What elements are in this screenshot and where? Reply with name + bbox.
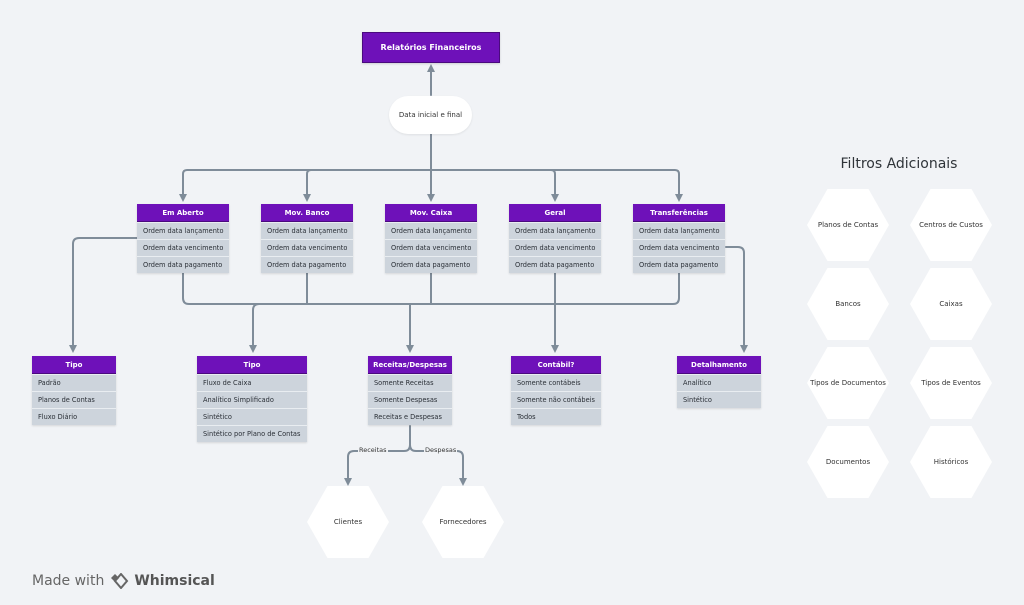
- card-header: Detalhamento: [677, 356, 761, 374]
- card-row: Ordem data vencimento: [137, 239, 229, 256]
- card-header: Contábil?: [511, 356, 601, 374]
- card-header: Geral: [509, 204, 601, 222]
- hex-filtro: Documentos: [807, 426, 889, 498]
- card-row: Ordem data lançamento: [137, 222, 229, 239]
- hex-filtro: Históricos: [910, 426, 992, 498]
- hex-filtro: Caixas: [910, 268, 992, 340]
- card-row: Receitas e Despesas: [368, 408, 452, 425]
- card-row: Sintético: [197, 408, 307, 425]
- card-row: Somente contábeis: [511, 374, 601, 391]
- hex-filtro: Bancos: [807, 268, 889, 340]
- card-header: Transferências: [633, 204, 725, 222]
- card-row: Sintético por Plano de Contas: [197, 425, 307, 442]
- report-card-em-aberto: Em Aberto Ordem data lançamento Ordem da…: [137, 204, 229, 273]
- card-row: Ordem data lançamento: [633, 222, 725, 239]
- card-header: Tipo: [197, 356, 307, 374]
- hex-filtro: Tipos de Eventos: [910, 347, 992, 419]
- card-row: Fluxo de Caixa: [197, 374, 307, 391]
- card-row: Ordem data pagamento: [509, 256, 601, 273]
- made-with-text: Made with: [32, 573, 105, 589]
- card-row: Ordem data vencimento: [633, 239, 725, 256]
- card-row: Somente não contábeis: [511, 391, 601, 408]
- card-row: Somente Despesas: [368, 391, 452, 408]
- card-row: Ordem data pagamento: [633, 256, 725, 273]
- option-card-detalhamento: Detalhamento Analítico Sintético: [677, 356, 761, 408]
- card-row: Todos: [511, 408, 601, 425]
- card-row: Ordem data pagamento: [137, 256, 229, 273]
- report-card-mov-caixa: Mov. Caixa Ordem data lançamento Ordem d…: [385, 204, 477, 273]
- card-header: Mov. Banco: [261, 204, 353, 222]
- option-card-tipo-left: Tipo Padrão Planos de Contas Fluxo Diári…: [32, 356, 116, 425]
- card-header: Tipo: [32, 356, 116, 374]
- card-row: Analítico: [677, 374, 761, 391]
- card-row: Padrão: [32, 374, 116, 391]
- report-card-transferencias: Transferências Ordem data lançamento Ord…: [633, 204, 725, 273]
- card-row: Ordem data vencimento: [385, 239, 477, 256]
- title-node: Relatórios Financeiros: [362, 32, 500, 63]
- card-row: Ordem data lançamento: [509, 222, 601, 239]
- edge-label-receitas: Receitas: [358, 446, 388, 454]
- card-row: Ordem data lançamento: [261, 222, 353, 239]
- option-card-receitas-despesas: Receitas/Despesas Somente Receitas Somen…: [368, 356, 452, 425]
- card-header: Receitas/Despesas: [368, 356, 452, 374]
- card-header: Em Aberto: [137, 204, 229, 222]
- card-row: Planos de Contas: [32, 391, 116, 408]
- edge-label-despesas: Despesas: [424, 446, 458, 454]
- card-header: Mov. Caixa: [385, 204, 477, 222]
- card-row: Fluxo Diário: [32, 408, 116, 425]
- report-card-mov-banco: Mov. Banco Ordem data lançamento Ordem d…: [261, 204, 353, 273]
- card-row: Sintético: [677, 391, 761, 408]
- whimsical-logo-icon: [111, 573, 129, 589]
- card-row: Ordem data pagamento: [261, 256, 353, 273]
- hex-filtro: Centros de Custos: [910, 189, 992, 261]
- card-row: Analítico Simplificado: [197, 391, 307, 408]
- option-card-contabil: Contábil? Somente contábeis Somente não …: [511, 356, 601, 425]
- card-row: Ordem data vencimento: [261, 239, 353, 256]
- date-filter-node: Data inicial e final: [389, 96, 472, 134]
- hex-filtro: Planos de Contas: [807, 189, 889, 261]
- card-row: Somente Receitas: [368, 374, 452, 391]
- card-row: Ordem data pagamento: [385, 256, 477, 273]
- filtros-title: Filtros Adicionais: [840, 156, 958, 172]
- whimsical-footer[interactable]: Made with Whimsical: [32, 572, 215, 590]
- option-card-tipo: Tipo Fluxo de Caixa Analítico Simplifica…: [197, 356, 307, 442]
- card-row: Ordem data vencimento: [509, 239, 601, 256]
- report-card-geral: Geral Ordem data lançamento Ordem data v…: [509, 204, 601, 273]
- whimsical-brand-text: Whimsical: [134, 573, 215, 589]
- card-row: Ordem data lançamento: [385, 222, 477, 239]
- hex-filtro: Tipos de Documentos: [807, 347, 889, 419]
